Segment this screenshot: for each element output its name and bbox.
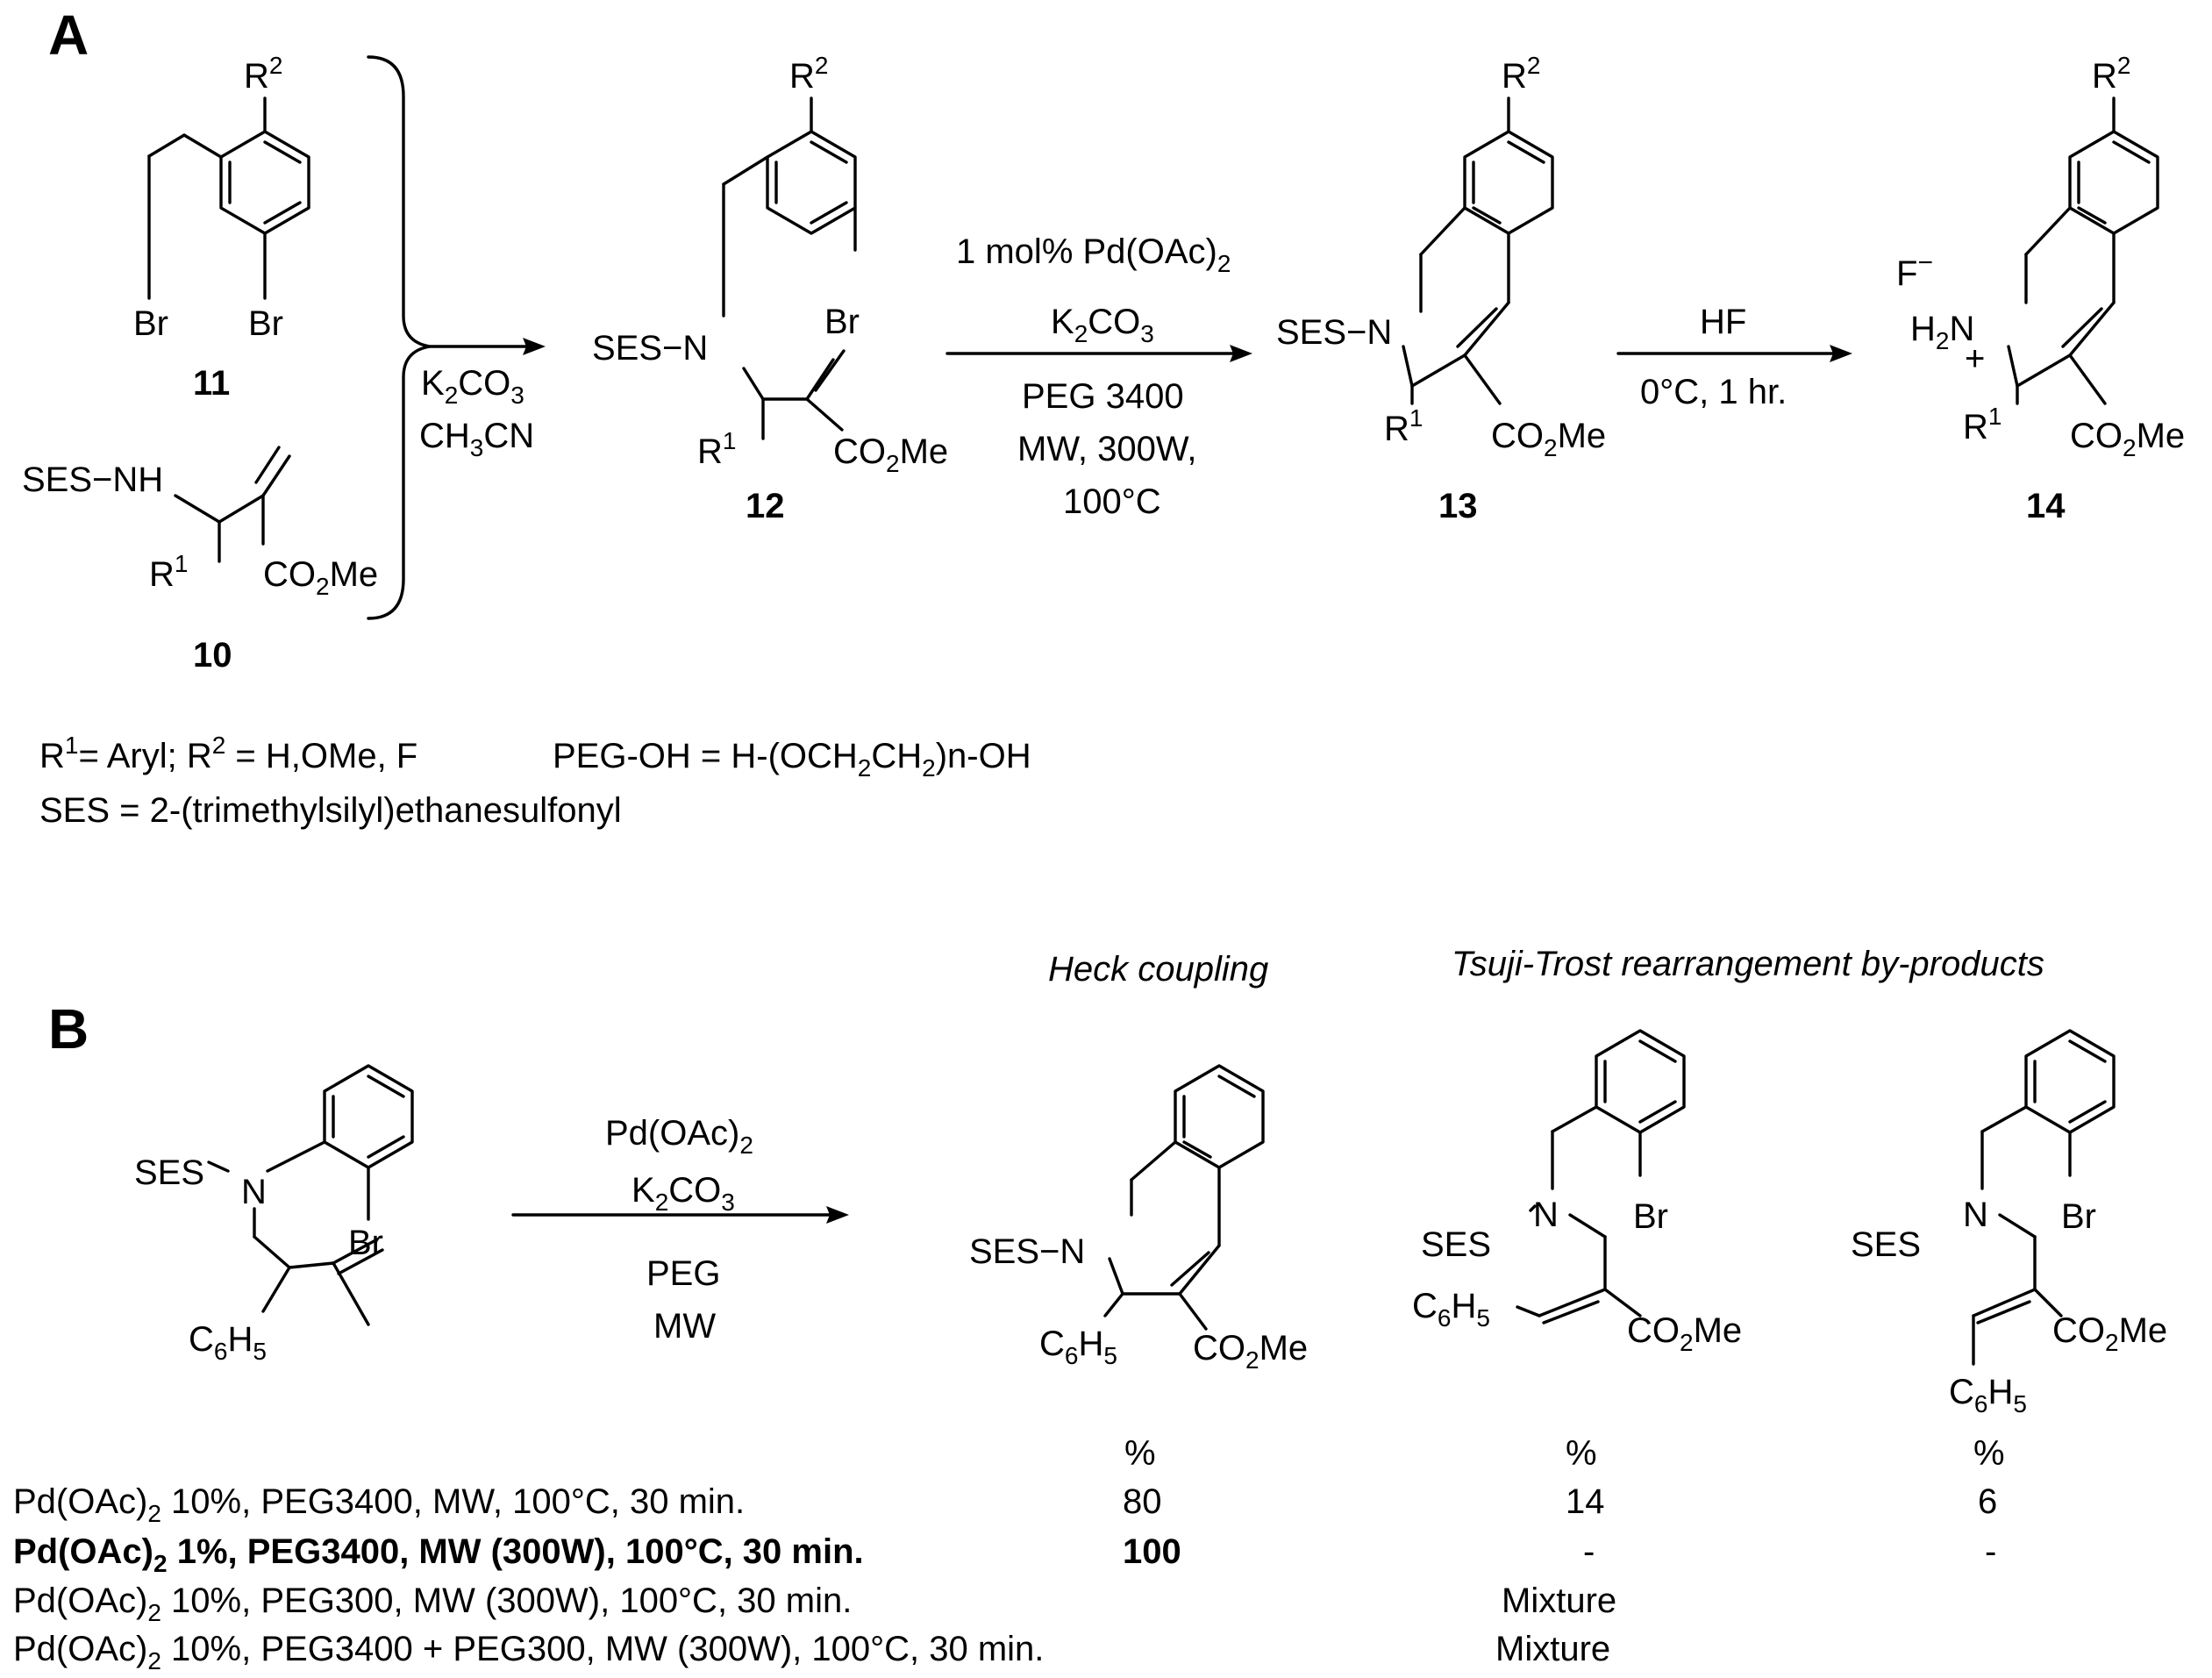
cond1-line1: K2CO3 <box>421 364 524 409</box>
compound-12-structure <box>722 96 857 440</box>
p3-ester: CO2Me <box>2052 1311 2167 1356</box>
table-row-1-tt1: 14 <box>1566 1482 1605 1521</box>
cond1-line2: CH3CN <box>419 417 534 461</box>
cond2-line2: K2CO3 <box>1051 303 1154 347</box>
table-row-4-conditions: Pd(OAc)2 10%, PEG3400 + PEG300, MW (300W… <box>13 1630 1044 1674</box>
p2-ses: SES <box>1421 1225 1491 1264</box>
p2-n: N <box>1533 1196 1559 1234</box>
p3-ses: SES <box>1851 1225 1921 1264</box>
cond2-line4: MW, 300W, <box>1017 430 1197 468</box>
compound-13-number: 13 <box>1438 487 1478 525</box>
panel-b-label: B <box>48 997 89 1060</box>
compound-14-structure <box>2007 96 2159 405</box>
c13-r2: R2 <box>1502 52 1540 96</box>
table-row-4-tt1: Mixture <box>1495 1630 1610 1668</box>
table-header-tt2: % <box>1973 1434 2005 1473</box>
arrow-1-head <box>523 338 546 355</box>
c10-ses-nh: SES−NH <box>22 461 163 499</box>
arrow-b-head <box>826 1206 849 1224</box>
table-header-tt1: % <box>1566 1434 1597 1473</box>
arrow-3-head <box>1830 345 1852 362</box>
table-row-2-tt1: - <box>1583 1532 1595 1571</box>
c14-plus-charge: + <box>1965 339 1985 378</box>
c14-ester: CO2Me <box>2070 417 2185 461</box>
compound-10-structure <box>174 446 291 563</box>
p2-br: Br <box>1633 1197 1668 1236</box>
c13-ses-n: SES−N <box>1276 313 1392 352</box>
compound-11-number: 11 <box>193 364 230 403</box>
compound-14-number: 14 <box>2026 487 2066 525</box>
p2-ester: CO2Me <box>1627 1311 1742 1356</box>
p2-phenyl: C6H5 <box>1412 1287 1490 1332</box>
sm-phenyl: C6H5 <box>189 1320 267 1365</box>
p1-ses-n: SES−N <box>969 1232 1085 1271</box>
sm-n: N <box>241 1173 267 1211</box>
sm-br: Br <box>348 1224 383 1262</box>
c10-r1: R1 <box>149 550 188 594</box>
c12-r2: R2 <box>789 52 828 96</box>
c12-r1: R1 <box>697 427 736 471</box>
compound-13-structure <box>1402 96 1554 405</box>
table-row-2-conditions: Pd(OAc)2 1%, PEG3400, MW (300W), 100°C, … <box>13 1532 864 1577</box>
table-row-2-heck: 100 <box>1123 1532 1181 1571</box>
compound-12-number: 12 <box>746 487 785 525</box>
legend-peg: PEG-OH = H-(OCH2CH2)n-OH <box>553 737 1031 782</box>
c14-r2: R2 <box>2092 52 2130 96</box>
cond2-line1: 1 mol% Pd(OAc)2 <box>956 232 1231 277</box>
cond2-line5: 100°C <box>1063 482 1161 521</box>
compound-11-structure <box>147 96 310 300</box>
panel-a-label: A <box>48 4 89 67</box>
arrow-2-head <box>1230 345 1252 362</box>
cond3-line2: 0°C, 1 hr. <box>1640 373 1787 411</box>
heading-tsuji-trost: Tsuji-Trost rearrangement by-products <box>1452 945 2044 983</box>
c12-br: Br <box>824 303 860 341</box>
cond3-line1: HF <box>1700 303 1746 341</box>
table-row-1-tt2: 6 <box>1978 1482 1997 1521</box>
cond-b-line3: PEG <box>646 1254 720 1293</box>
table-row-2-tt2: - <box>1985 1532 1996 1571</box>
c12-ses-n: SES−N <box>592 329 708 368</box>
p3-n: N <box>1963 1196 1988 1234</box>
c13-r1: R1 <box>1384 404 1423 448</box>
cond-b-line2: K2CO3 <box>631 1171 735 1216</box>
heck-product-structure <box>1103 1064 1265 1331</box>
heading-heck-coupling: Heck coupling <box>1048 950 1268 989</box>
legend-r-groups: R1= Aryl; R2 = H,OMe, F <box>39 732 417 775</box>
reactant-brace <box>367 55 432 620</box>
c11-r2: R2 <box>244 52 282 96</box>
compound-10-number: 10 <box>193 636 232 675</box>
panel-b-starting-material-structure <box>207 1064 414 1326</box>
c11-br-aryl: Br <box>248 304 283 343</box>
p3-phenyl: C6H5 <box>1949 1373 2027 1417</box>
c12-ester: CO2Me <box>833 432 948 477</box>
tsuji-trost-product-1-structure <box>1516 1029 1686 1325</box>
table-row-3-conditions: Pd(OAc)2 10%, PEG300, MW (300W), 100°C, … <box>13 1582 852 1626</box>
c13-ester: CO2Me <box>1491 417 1606 461</box>
c14-r1: R1 <box>1963 403 2002 446</box>
sm-ses: SES <box>134 1153 204 1192</box>
p1-ester: CO2Me <box>1193 1329 1308 1374</box>
c11-br-benzyl: Br <box>133 304 168 343</box>
table-row-3-tt1: Mixture <box>1502 1582 1616 1620</box>
cond2-line3: PEG 3400 <box>1022 377 1184 416</box>
c10-ester: CO2Me <box>263 555 378 600</box>
p1-phenyl: C6H5 <box>1039 1325 1117 1369</box>
c14-fluoride: F− <box>1896 248 1933 293</box>
cond-b-line1: Pd(OAc)2 <box>605 1114 753 1159</box>
table-row-1-heck: 80 <box>1123 1482 1162 1521</box>
p3-br: Br <box>2061 1197 2096 1236</box>
table-row-1-conditions: Pd(OAc)2 10%, PEG3400, MW, 100°C, 30 min… <box>13 1482 745 1527</box>
results-table: % % % Pd(OAc)2 10%, PEG3400, MW, 100°C, … <box>13 1434 2005 1674</box>
tsuji-trost-product-2-structure <box>1972 1029 2116 1366</box>
c14-nh2: H2N <box>1910 310 1974 354</box>
table-header-heck: % <box>1124 1434 1156 1473</box>
legend-ses: SES = 2-(trimethylsilyl)ethanesulfonyl <box>39 791 622 830</box>
cond-b-line4: MW <box>653 1307 716 1346</box>
